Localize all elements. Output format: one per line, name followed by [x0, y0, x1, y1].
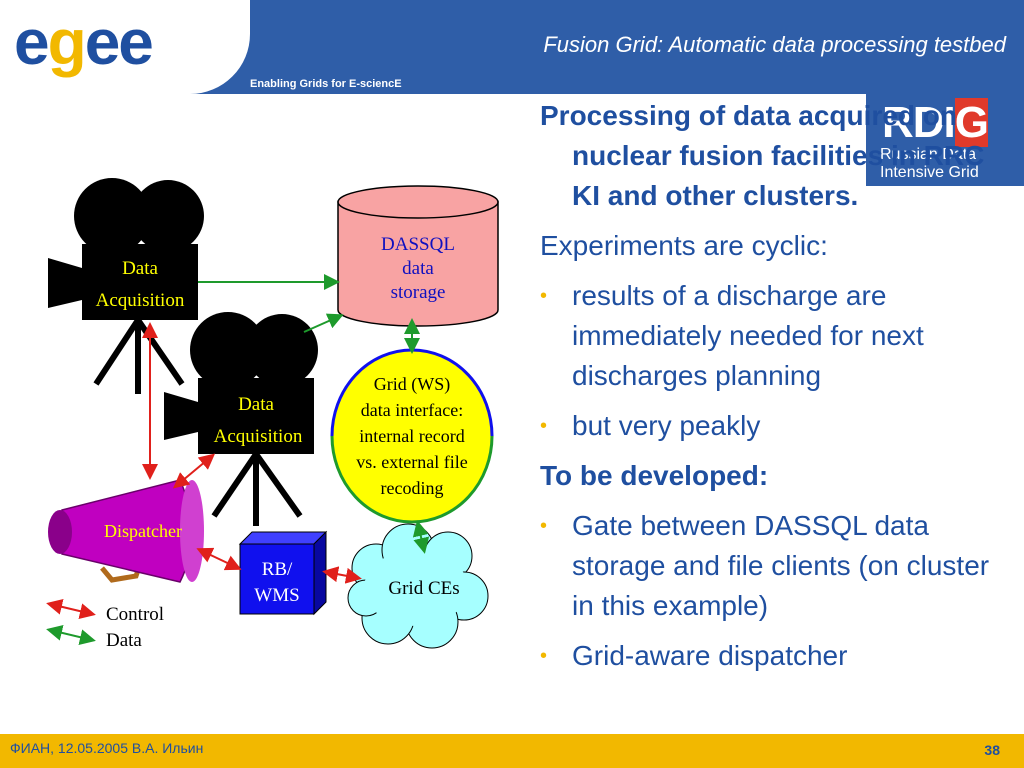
- camera-2: Data Acquisition: [164, 312, 318, 526]
- storage-label-2: data: [402, 258, 434, 279]
- ws-label-4: vs. external file: [356, 452, 467, 472]
- cyclic-text: Experiments are cyclic:: [540, 230, 828, 261]
- logo-text: egee: [14, 6, 154, 78]
- bullet-gate: Gate between DASSQL data storage and fil…: [540, 506, 1000, 626]
- storage-label-3: storage: [391, 282, 446, 303]
- bullet-dispatcher: Grid-aware dispatcher: [540, 636, 1000, 676]
- dispatcher-megaphone: Dispatcher: [48, 479, 204, 583]
- arrow-rbwms-ces: [322, 566, 362, 584]
- footer-text: ФИАН, 12.05.2005 В.А. Ильин: [10, 740, 204, 756]
- rdig-line2: Intensive Grid: [880, 164, 979, 181]
- ws-label-3: internal record: [359, 426, 464, 446]
- camera-1: Data Acquisition: [48, 178, 204, 394]
- arrow-ws-ces: [412, 520, 430, 554]
- camera2-label-1: Data: [238, 394, 274, 415]
- egee-logo: egee: [0, 0, 250, 94]
- arrow-dispatcher-rbwms: [196, 547, 242, 571]
- dassql-storage: DASSQL data storage: [337, 185, 499, 327]
- diagram: Data Acquisition Data Acquisition DASSQL…: [46, 178, 499, 651]
- slide-content: Processing of data acquired on nuclear f…: [540, 96, 1000, 686]
- camera1-label-1: Data: [122, 258, 158, 279]
- camera1-label-2: Acquisition: [96, 290, 185, 311]
- rbwms-label-1: RB/: [262, 559, 293, 580]
- legend-control: Control: [106, 604, 164, 625]
- camera2-label-2: Acquisition: [214, 426, 303, 447]
- ws-label-1: Grid (WS): [374, 374, 450, 395]
- gridces-label: Grid CEs: [388, 578, 459, 599]
- slide-subtitle: Enabling Grids for E-sciencE: [250, 78, 402, 90]
- footer-bar: ФИАН, 12.05.2005 В.А. Ильин 38: [0, 734, 1024, 768]
- arrow-camera2-dispatcher: [172, 453, 216, 489]
- header-bar: egee Fusion Grid: Automatic data process…: [0, 0, 1024, 94]
- bullet-peaky: but very peakly: [540, 406, 1000, 446]
- rbwms-label-2: WMS: [254, 585, 299, 606]
- legend: Control Data: [46, 598, 164, 651]
- page-number: 38: [984, 742, 1000, 758]
- dispatcher-label: Dispatcher: [104, 521, 182, 541]
- slide-title: Fusion Grid: Automatic data processing t…: [543, 32, 1006, 57]
- bullet-results: results of a discharge are immediately n…: [540, 276, 1000, 396]
- rb-wms-box: RB/ WMS: [238, 530, 328, 616]
- legend-control-arrow: [46, 598, 96, 620]
- intro-text: Processing of data acquired on nuclear f…: [540, 100, 985, 211]
- ws-label-2: data interface:: [361, 400, 463, 420]
- rdig-mark: RDIG: [882, 98, 989, 147]
- ws-interface: Grid (WS) data interface: internal recor…: [330, 348, 494, 524]
- arrow-camera2-storage: [303, 313, 344, 333]
- rdig-subtitle: Russian Data Intensive Grid: [880, 146, 979, 182]
- legend-data-arrow: [46, 624, 96, 646]
- storage-label-1: DASSQL: [381, 234, 455, 255]
- develop-heading: To be developed:: [540, 460, 769, 491]
- legend-data: Data: [106, 630, 142, 651]
- rdig-line1: Russian Data: [880, 146, 977, 163]
- grid-ces-cloud: Grid CEs: [347, 523, 489, 649]
- ws-label-5: recoding: [381, 478, 444, 498]
- rdig-logo: RDIG Russian Data Intensive Grid: [866, 94, 1024, 186]
